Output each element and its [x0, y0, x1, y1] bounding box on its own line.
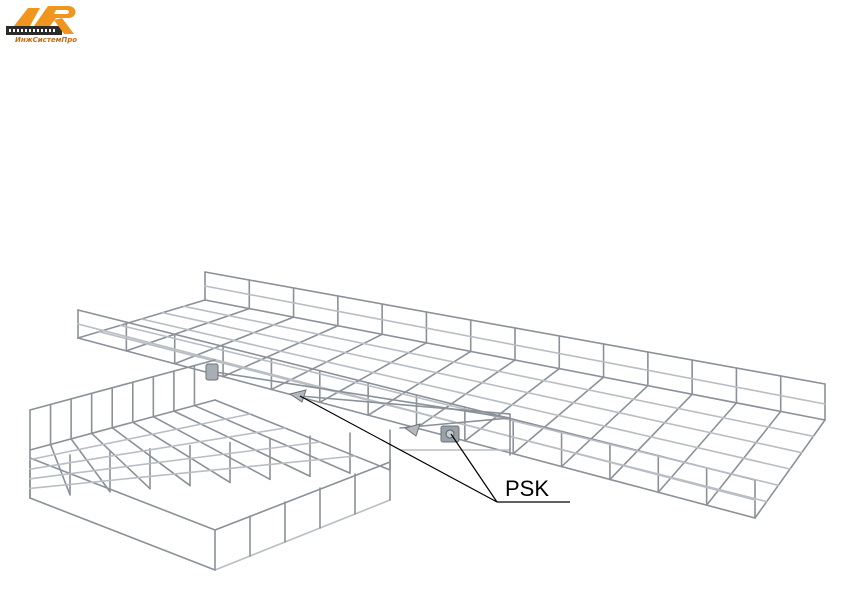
coupler-icon [205, 363, 460, 443]
logo-mark-icon [6, 6, 76, 35]
company-logo: ИнжСистемПро [4, 2, 88, 52]
callout-label-psk: PSK [505, 476, 550, 501]
logo-text: ИнжСистемПро [14, 36, 78, 44]
wire-mesh-trays [29, 271, 826, 571]
callout-leader [299, 395, 570, 503]
